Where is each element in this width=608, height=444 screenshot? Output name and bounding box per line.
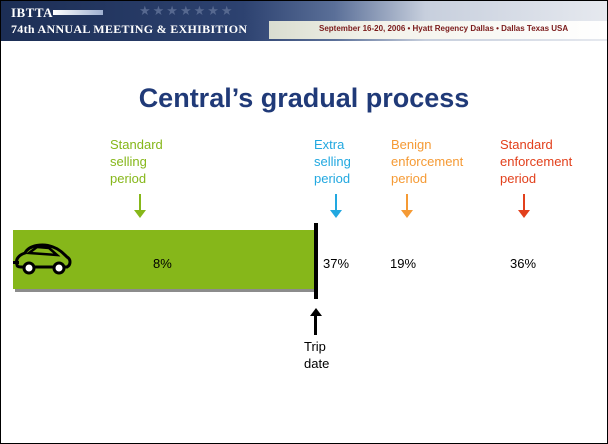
date-strip [269,21,607,39]
period-label-line: enforcement [391,154,464,169]
period-label-line: Standard [110,137,163,152]
percentage-extra-selling: 37% [323,256,350,271]
header-banner: IBTTA ★★★★★★★ 74th ANNUAL MEETING & EXHI… [1,1,607,41]
arrow-up-icon [310,308,322,316]
trip-date-line-2: date [304,356,330,371]
arrow-down-icon [139,194,141,211]
period-label-line: selling [110,154,147,169]
arrowhead-icon [518,210,530,218]
car-icon [13,241,73,282]
stars-decoration: ★★★★★★★ [139,3,235,18]
meeting-title: 74th ANNUAL MEETING & EXHIBITION [11,22,248,36]
percentage-standard-enforcement: 36% [510,256,537,271]
arrow-down-icon [523,194,525,211]
period-label-line: period [500,171,537,186]
brand-name: IBTTA [11,5,53,20]
period-label-line: Benign [391,137,432,152]
arrowhead-icon [134,210,146,218]
trip-date-arrow-shaft [314,315,317,335]
period-label-line: period [110,171,147,186]
brand-bar [53,10,103,15]
date-location: September 16-20, 2006 • Hyatt Regency Da… [319,24,569,33]
period-standard-enforcement: Standard enforcement period [500,136,572,187]
slide-title: Central’s gradual process [138,83,470,113]
period-benign-enforcement: Benign enforcement period [391,136,463,187]
arrow-down-icon [406,194,408,211]
period-label-line: enforcement [500,154,573,169]
period-standard-selling: Standard selling period [110,136,163,187]
percentage-standard-selling: 8% [153,256,172,271]
period-label-line: period [391,171,428,186]
period-label-line: Extra [314,137,345,152]
timeline-bar-shadow [15,288,315,292]
percentage-benign-enforcement: 19% [390,256,417,271]
period-label-line: Standard [500,137,553,152]
arrow-down-icon [335,194,337,211]
timeline-bar [13,230,315,289]
period-extra-selling: Extra selling period [314,136,351,187]
arrowhead-icon [330,210,342,218]
arrowhead-icon [401,210,413,218]
trip-date-line [314,223,318,299]
period-label-line: period [314,171,351,186]
period-label-line: selling [314,154,351,169]
trip-date-label: Trip date [304,338,329,372]
trip-date-line-1: Trip [304,339,326,354]
